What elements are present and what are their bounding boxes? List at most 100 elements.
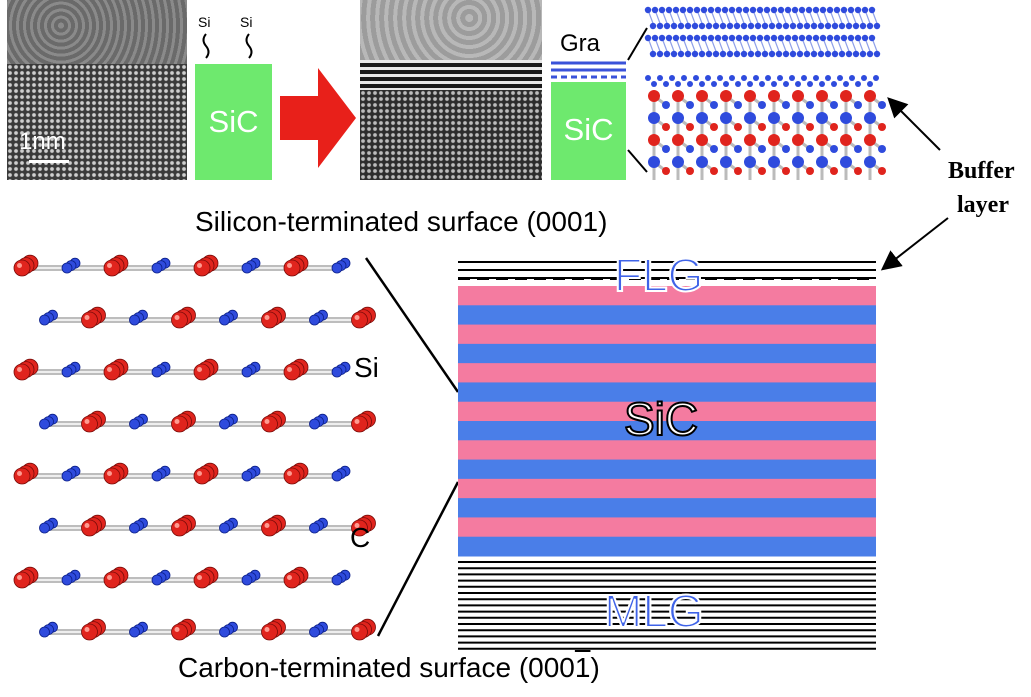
- bulk-c-atom: [768, 156, 780, 168]
- scale-bar: [29, 160, 69, 163]
- graphene-atom: [728, 34, 736, 42]
- buffer-label-line2: layer: [957, 192, 1009, 218]
- bulk-atom: [830, 167, 838, 175]
- si-atom-highlight: [197, 575, 202, 580]
- bulk-atom: [710, 145, 718, 153]
- graphene-atom: [644, 34, 652, 42]
- graphene-atom: [740, 22, 748, 30]
- bulk-si-atom: [672, 90, 684, 102]
- c-atom: [151, 366, 163, 378]
- graphene-atom: [873, 50, 881, 58]
- c-atom: [331, 262, 343, 274]
- si-atom-highlight: [264, 523, 270, 528]
- graphene-atom: [854, 6, 862, 14]
- si-atom-highlight: [197, 263, 202, 268]
- bulk-atom: [854, 123, 862, 131]
- graphene-atom: [754, 22, 762, 30]
- si-atom-highlight: [84, 315, 90, 320]
- bulk-si-atom: [792, 90, 804, 102]
- bulk-c-atom: [672, 156, 684, 168]
- bulk-atom: [686, 101, 694, 109]
- bulk-c-atom: [696, 112, 708, 124]
- si-atom-highlight: [287, 367, 292, 372]
- graphene-atom: [712, 22, 720, 30]
- graphene-atom: [756, 34, 764, 42]
- graphene-atom: [698, 22, 706, 30]
- graphene-atom: [749, 34, 757, 42]
- bulk-atom: [830, 123, 838, 131]
- sic-stripe: [458, 478, 876, 499]
- graphene-atom: [845, 22, 853, 30]
- buffer-atom: [801, 75, 807, 81]
- graphene-atom: [777, 6, 785, 14]
- graphene-atom: [784, 34, 792, 42]
- buffer-atom: [645, 75, 651, 81]
- bulk-c-atom: [648, 112, 660, 124]
- graphene-atom: [782, 22, 790, 30]
- c-terminated-surface-label: Carbon-terminated surface (0001): [178, 652, 600, 684]
- si-atom-highlight: [17, 263, 22, 268]
- graphene-atom: [770, 6, 778, 14]
- si-label-2: Si: [240, 14, 253, 30]
- graphene-atom: [656, 22, 664, 30]
- si-atom-highlight: [197, 367, 202, 372]
- c-atom: [151, 574, 163, 586]
- bulk-atom: [662, 123, 670, 131]
- sic-block-after-label: SiC: [563, 112, 614, 147]
- buffer-atom: [717, 75, 723, 81]
- graphene-atom: [684, 50, 692, 58]
- graphene-atom: [873, 22, 881, 30]
- si-atom-highlight: [264, 315, 270, 320]
- graphene-atom: [761, 50, 769, 58]
- graphene-atom: [868, 6, 876, 14]
- sic-stripe: [458, 286, 876, 306]
- buffer-atom: [675, 81, 681, 87]
- graphene-atom: [691, 22, 699, 30]
- graphene-atom: [789, 50, 797, 58]
- bulk-si-atom: [720, 90, 732, 102]
- buffer-atom: [813, 75, 819, 81]
- graphene-atom: [742, 6, 750, 14]
- graphene-atom: [698, 50, 706, 58]
- buffer-atom: [705, 75, 711, 81]
- graphene-atom: [777, 34, 785, 42]
- graphene-atom: [812, 6, 820, 14]
- bulk-c-atom: [792, 112, 804, 124]
- graphene-atom: [651, 6, 659, 14]
- graphene-atom: [826, 34, 834, 42]
- bulk-c-atom: [840, 112, 852, 124]
- bulk-si-atom: [864, 90, 876, 102]
- bulk-atom: [854, 167, 862, 175]
- c-atom: [331, 574, 343, 586]
- bulk-si-atom: [648, 134, 660, 146]
- c-atom: [39, 314, 50, 326]
- bulk-atom: [806, 145, 814, 153]
- bulk-c-atom: [840, 156, 852, 168]
- graphene-atom: [686, 34, 694, 42]
- graphene-atom: [761, 22, 769, 30]
- bulk-c-atom: [768, 112, 780, 124]
- c-atom: [309, 626, 320, 638]
- bulk-atom: [806, 167, 814, 175]
- graphene-atom: [735, 6, 743, 14]
- graphene-atom: [700, 6, 708, 14]
- bulk-atom: [734, 167, 742, 175]
- c-atom: [309, 418, 320, 430]
- graphene-atom: [665, 6, 673, 14]
- c-atom: [129, 314, 140, 326]
- graphene-atom: [740, 50, 748, 58]
- graphene-atom: [840, 34, 848, 42]
- bulk-si-atom: [696, 134, 708, 146]
- graphene-atom: [861, 34, 869, 42]
- graphene-label: Gra: [560, 30, 601, 57]
- graphene-atom: [719, 50, 727, 58]
- bulk-atom: [854, 101, 862, 109]
- graphene-atom: [819, 6, 827, 14]
- graphene-atom: [768, 50, 776, 58]
- graphene-atom: [726, 22, 734, 30]
- buffer-atom: [867, 81, 873, 87]
